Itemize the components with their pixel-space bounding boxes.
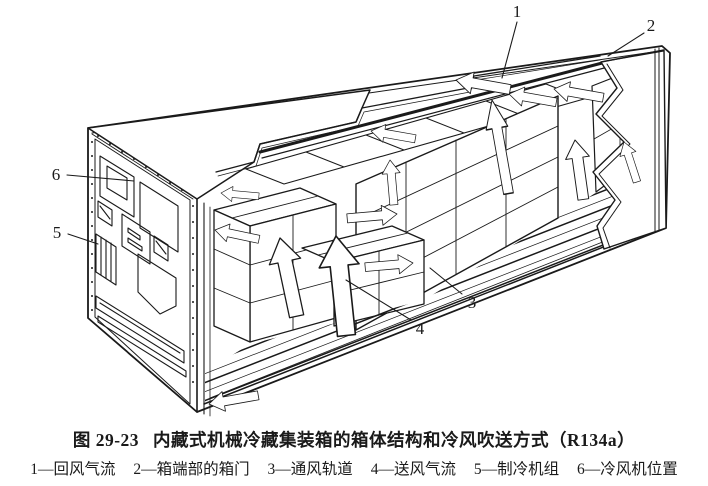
legend-item: 3—通风轨道 [268, 461, 353, 478]
air-cooler-vent [99, 155, 135, 218]
legend-num: 6 [576, 461, 585, 478]
leader-line-4 [345, 279, 412, 321]
figure-caption: 图 29-23 内藏式机械冷藏集装箱的箱体结构和冷风吹送方式（R134a） [0, 427, 708, 452]
legend-item: 4—送风气流 [371, 461, 456, 478]
legend-label: 通风轨道 [290, 461, 353, 478]
diagram-canvas: 1 2 3 4 5 6 [52, 2, 671, 417]
refrigeration-unit-end-panel [91, 135, 194, 405]
callout-number-2: 2 [647, 16, 656, 35]
wall-break-zigzag [598, 63, 631, 249]
legend-num: 2 [133, 461, 142, 478]
callout-number-5: 5 [53, 223, 62, 242]
callout-number-3: 3 [468, 293, 477, 312]
legend-num: 3 [267, 461, 276, 478]
callout-leader-lines [66, 21, 645, 321]
legend-dash: — [141, 461, 157, 478]
legend-dash: — [584, 461, 601, 478]
figure-number: 图 29-23 [72, 430, 140, 450]
legend-label: 回风气流 [53, 461, 116, 478]
legend-item: 6—冷风机位置 [577, 461, 678, 478]
legend-label: 送风气流 [393, 461, 456, 478]
legend-num: 4 [370, 461, 379, 478]
callout-number-1: 1 [513, 2, 522, 21]
figure-title: 内藏式机械冷藏集装箱的箱体结构和冷风吹送方式（R134a） [153, 430, 636, 450]
compressor-grille [95, 233, 117, 286]
legend-num: 5 [473, 461, 482, 478]
container-isometric-diagram: 1 2 3 4 5 6 [52, 2, 671, 417]
front-corner-post [196, 198, 211, 417]
legend-label: 冷风机位置 [600, 461, 678, 478]
callout-numbers: 1 2 3 4 5 6 [52, 2, 656, 338]
callout-number-6: 6 [52, 165, 61, 184]
legend-dash: — [481, 461, 498, 478]
leader-line-1 [501, 21, 518, 79]
legend-dash: — [275, 461, 291, 478]
legend-item: 5—制冷机组 [474, 461, 559, 478]
rivet-dots [91, 135, 194, 383]
bottom-side-rail [203, 219, 663, 405]
leader-line-3 [429, 267, 463, 295]
legend-num: 1 [30, 461, 39, 478]
cargo-stack-left [213, 187, 337, 343]
leader-line-6 [66, 174, 135, 182]
legend-dash: — [378, 461, 394, 478]
figure-legend: 1—回风气流 2—箱端部的箱门 3—通风轨道 4—送风气流 5—制冷机组 6—冷… [0, 457, 708, 479]
callout-number-4: 4 [416, 319, 425, 338]
legend-label: 箱端部的箱门 [156, 461, 250, 478]
legend-item: 2—箱端部的箱门 [133, 461, 249, 478]
ceiling-return-air-duct [258, 60, 609, 159]
legend-dash: — [38, 461, 54, 478]
legend-label: 制冷机组 [497, 461, 560, 478]
leader-line-5 [67, 233, 99, 245]
leader-line-2 [607, 32, 645, 57]
legend-item: 1—回风气流 [30, 461, 115, 478]
